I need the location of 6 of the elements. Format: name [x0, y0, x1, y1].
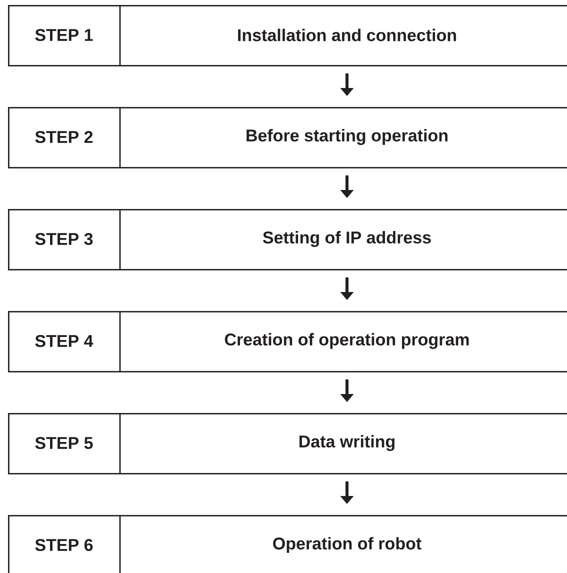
step-box: STEP 3 Setting of IP address: [8, 209, 567, 270]
step-box: STEP 1 Installation and connection: [8, 5, 567, 66]
step-box: STEP 4 Creation of operation program: [8, 311, 567, 372]
step-box: STEP 5 Data writing: [8, 413, 567, 474]
step-box: STEP 2 Before starting operation: [8, 107, 567, 168]
step-box: STEP 6 Operation of robot: [8, 515, 567, 573]
